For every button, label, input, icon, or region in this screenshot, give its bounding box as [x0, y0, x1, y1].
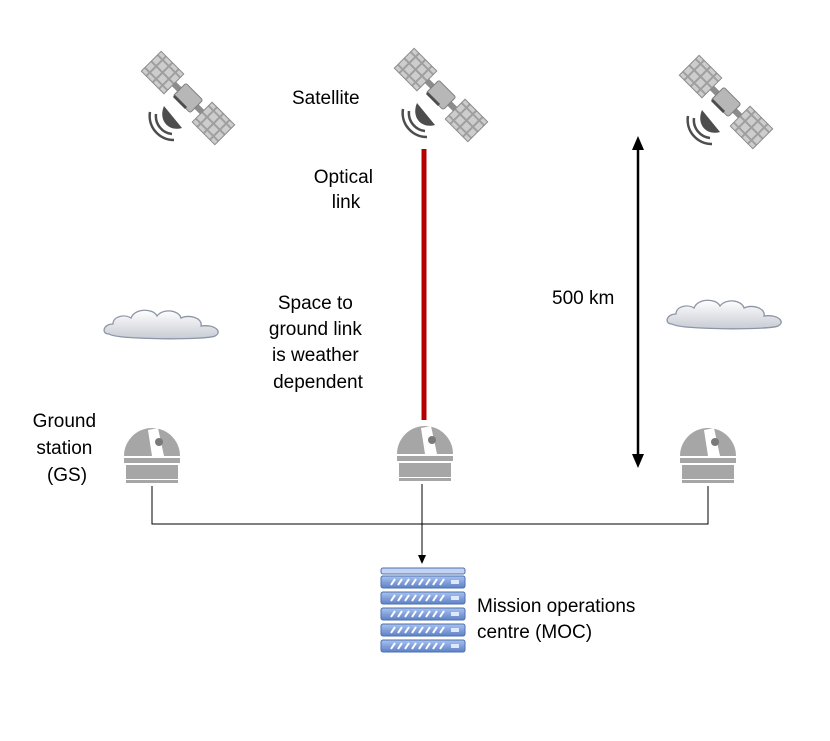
satellite-icon-centre — [392, 46, 490, 144]
ground-station-dome-icon-left — [124, 428, 180, 483]
satellite-icon-right — [677, 53, 775, 151]
ground-network-connector — [151, 484, 709, 556]
optical-link-label: Optical link — [314, 167, 378, 213]
distance-arrow — [632, 136, 644, 468]
server-rack-icon — [380, 567, 466, 653]
moc-label: Mission operations centre (MOC) — [477, 596, 641, 643]
cloud-icon-right — [666, 299, 782, 330]
satellite-icon-left — [139, 49, 237, 147]
satellite-label: Satellite — [292, 88, 360, 109]
ground-station-dome-icon-right — [680, 428, 736, 483]
ground-station-dome-icon-centre — [397, 426, 453, 481]
ground-station-label: Ground station (GS) — [33, 411, 102, 486]
connector-arrowhead — [418, 555, 426, 564]
weather-note-label: Space to ground link is weather dependen… — [269, 293, 367, 393]
distance-label: 500 km — [552, 288, 614, 309]
cloud-icon-left — [103, 309, 219, 340]
